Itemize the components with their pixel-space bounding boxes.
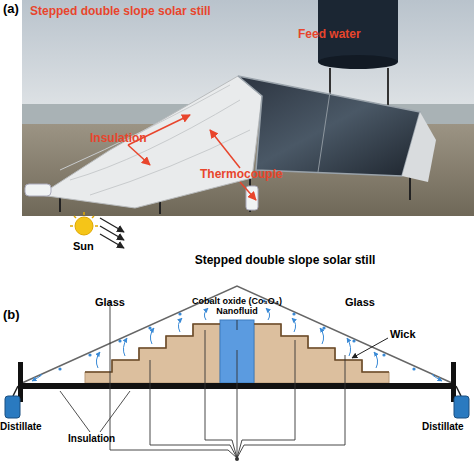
panel-letter: (b) xyxy=(3,308,20,323)
part-label: Glass xyxy=(345,296,375,309)
part-label: Distillate xyxy=(0,421,42,433)
part-label: Thermocouple xyxy=(200,168,283,182)
panel-letter: (a) xyxy=(3,2,19,17)
part-label: Glass xyxy=(95,296,125,309)
part-label: Wick xyxy=(390,328,416,341)
photo-panel xyxy=(22,0,474,216)
photo-title: Stepped double slope solar still xyxy=(30,5,211,19)
part-label: Insulation xyxy=(90,132,147,146)
part-label: Cobalt oxide (Co₃O₄) Nanofluid xyxy=(178,296,296,317)
part-label: Insulation xyxy=(68,433,115,445)
still-schematic xyxy=(5,286,469,461)
part-label: Feed water xyxy=(298,28,361,42)
part-label: Distillate xyxy=(422,421,464,433)
schematic-title: Stepped double slope solar still xyxy=(195,254,376,268)
sun-label: Sun xyxy=(73,240,94,253)
